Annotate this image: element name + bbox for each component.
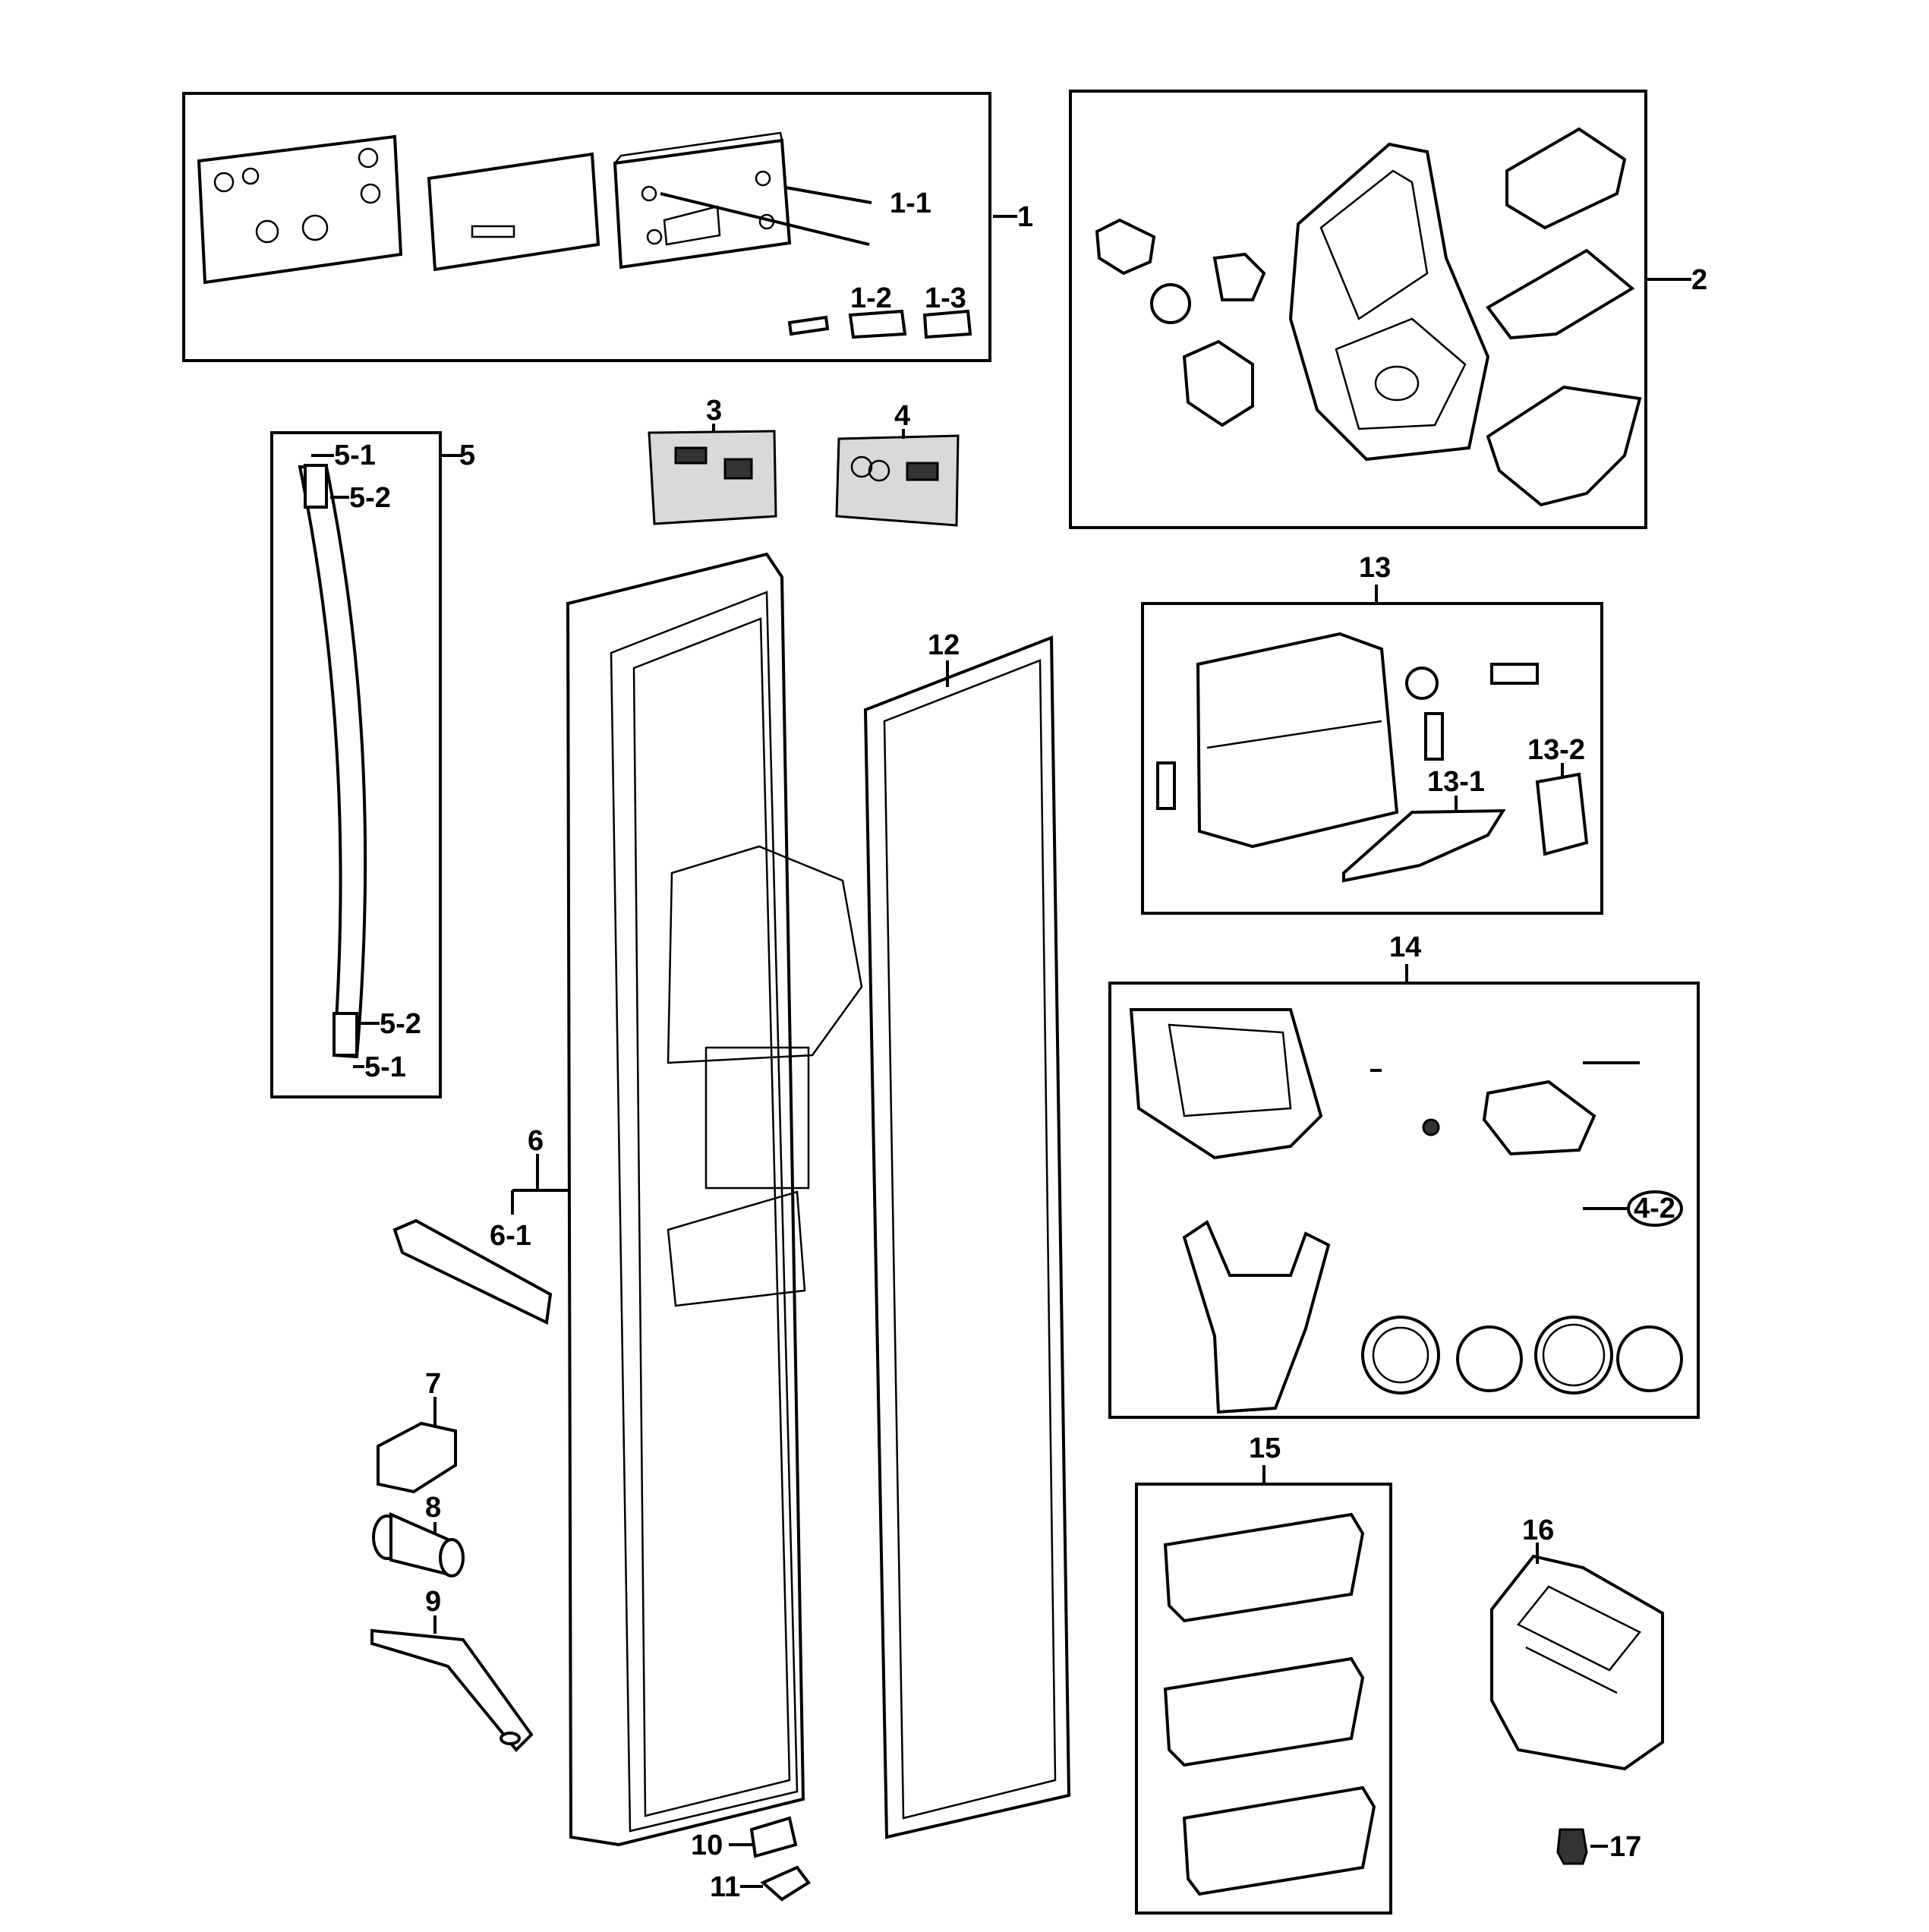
part-6-trim: 6 6-1 <box>392 1125 553 1325</box>
part-3-pcb: 3 <box>648 395 777 525</box>
label-2: 2 <box>1691 264 1707 296</box>
part-13-2-bracket <box>1535 772 1589 856</box>
label-10: 10 <box>691 1830 723 1861</box>
part-13-clip-a <box>1490 663 1539 685</box>
label-13-2: 13-2 <box>1527 734 1585 766</box>
label-4: 4 <box>894 400 910 432</box>
part-8-sleeve: 8 <box>372 1492 465 1577</box>
part-5-handle <box>298 465 367 1059</box>
part-5-2-bottom-cap <box>333 1012 358 1057</box>
label-7: 7 <box>425 1368 441 1400</box>
group-5-handle: 5 5-1 5-2 5-2 5-1 <box>270 431 475 1098</box>
label-5-1-top: 5-1 <box>334 440 376 471</box>
part-14-housing <box>1129 1008 1323 1160</box>
label-15: 15 <box>1249 1432 1281 1464</box>
part-2-housing <box>1288 142 1490 462</box>
part-2-ice-tray <box>1505 127 1627 230</box>
label-1-2: 1-2 <box>850 282 892 314</box>
part-14-cradle <box>1482 1079 1596 1156</box>
label-5-2-top: 5-2 <box>349 482 391 514</box>
group-2-ice-maker: 2 <box>1069 90 1707 529</box>
label-11: 11 <box>710 1871 740 1903</box>
label-5-1-bottom: 5-1 <box>364 1051 406 1083</box>
label-9: 9 <box>425 1586 441 1618</box>
label-14: 14 <box>1389 931 1421 963</box>
part-13-1-chute <box>1342 808 1506 883</box>
part-1-3-clip <box>922 309 972 339</box>
group-13-frame <box>1141 602 1603 915</box>
label-6-1: 6-1 <box>490 1220 531 1252</box>
label-4-2: 4-2 <box>1634 1193 1675 1224</box>
part-13-clip-c <box>1156 761 1176 810</box>
group-1-dispenser-cover: 1-1 1 1-2 1-3 <box>182 92 1033 362</box>
label-12: 12 <box>928 629 960 661</box>
door-outer <box>566 552 805 1847</box>
group-5-frame <box>270 431 442 1098</box>
group-1-frame <box>182 92 991 362</box>
label-1-1: 1-1 <box>890 188 931 219</box>
part-4-pcb: 4 <box>835 400 960 527</box>
group-14-frame <box>1108 982 1700 1419</box>
label-8: 8 <box>425 1492 441 1524</box>
part-13-knob <box>1405 667 1439 700</box>
part-15-bin-3 <box>1182 1785 1376 1896</box>
label-1-3: 1-3 <box>925 282 966 314</box>
part-2-ice-bucket-lid <box>1486 248 1635 340</box>
part-2-auger <box>1486 385 1642 507</box>
part-12-gasket: 12 <box>863 629 1071 1839</box>
part-14-disc-a <box>1456 1325 1523 1392</box>
part-14-4-2-callout <box>1627 1190 1683 1227</box>
part-1-2-clip <box>848 309 907 339</box>
part-11-bushing: 11 <box>710 1865 811 1903</box>
label-13-1: 13-1 <box>1427 766 1485 798</box>
label-17: 17 <box>1609 1831 1641 1863</box>
part-2-gear <box>1150 283 1191 324</box>
part-7-block: 7 <box>377 1368 457 1494</box>
part-14-ring-b <box>1534 1316 1613 1395</box>
group-2-frame <box>1069 90 1647 529</box>
part-9-lever: 9 <box>370 1586 534 1752</box>
part-1-small-clip <box>787 315 830 336</box>
part-1-cover-plate <box>427 152 600 272</box>
label-5: 5 <box>459 440 475 471</box>
part-2-motor-b <box>1212 252 1266 301</box>
label-6: 6 <box>528 1125 544 1157</box>
label-3: 3 <box>706 395 722 427</box>
group-15-door-bins: 15 <box>1135 1432 1392 1915</box>
part-17-plug: 17 <box>1556 1828 1641 1865</box>
label-13: 13 <box>1359 552 1391 584</box>
part-5-2-top-cap <box>304 464 328 509</box>
part-16-cover: 16 <box>1490 1514 1664 1771</box>
part-10-hinge: 10 <box>691 1816 798 1861</box>
part-13-bucket <box>1196 632 1399 849</box>
part-15-bin-1 <box>1163 1512 1365 1623</box>
label-5-2-bottom: 5-2 <box>380 1008 421 1040</box>
part-15-bin-2 <box>1163 1656 1365 1767</box>
part-2-motor-a <box>1095 218 1156 276</box>
label-16: 16 <box>1522 1514 1554 1546</box>
part-14-disc-b <box>1616 1325 1683 1392</box>
group-13-ice-bucket: 13 13-1 13-2 <box>1141 552 1603 915</box>
part-14-lever <box>1182 1220 1331 1414</box>
door-assembly <box>535 552 863 1847</box>
part-13-clip-b <box>1424 712 1444 761</box>
label-1: 1 <box>1017 201 1033 233</box>
part-2-switch <box>1182 339 1254 427</box>
part-1-back-panel <box>197 134 403 285</box>
group-14-dispenser-parts: 14 4-2 <box>1108 931 1700 1419</box>
